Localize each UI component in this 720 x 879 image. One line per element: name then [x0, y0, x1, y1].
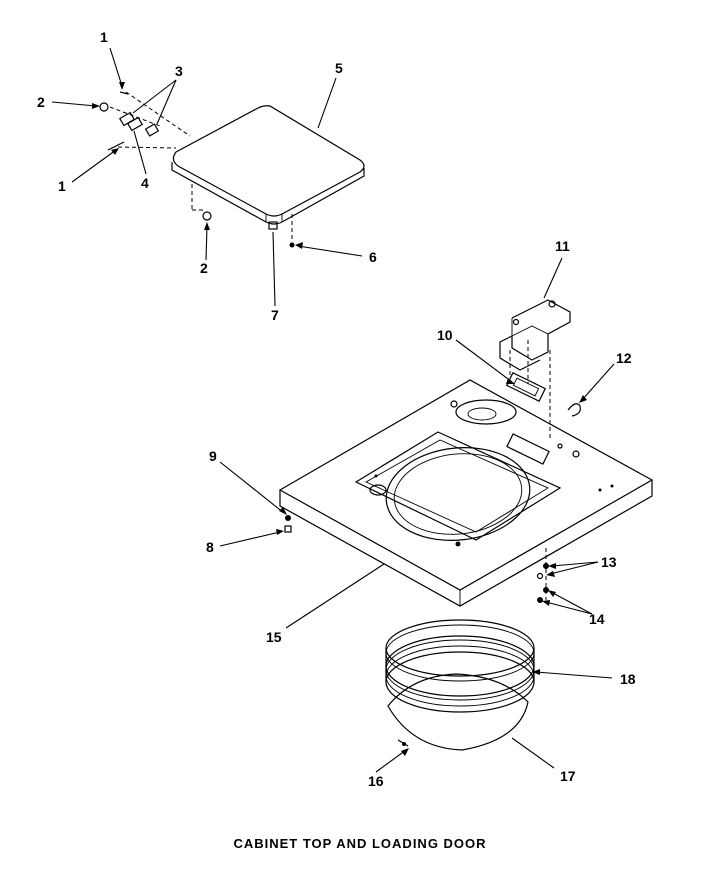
leader-lines — [51, 47, 615, 773]
tub-cover-gasket — [387, 673, 529, 751]
rear-fasteners — [536, 548, 549, 603]
diagram-caption: CABINET TOP AND LOADING DOOR — [233, 836, 487, 851]
callout-7: 7 — [271, 307, 279, 323]
callout-16: 16 — [368, 773, 384, 789]
callout-labels: 1 2 1 3 4 5 2 6 7 10 11 12 9 8 13 14 15 … — [37, 29, 636, 789]
wire-clip — [567, 403, 581, 417]
front-fasteners — [284, 515, 292, 533]
callout-17: 17 — [560, 768, 576, 784]
tub-ring — [385, 619, 535, 713]
door-bumpers — [191, 184, 295, 248]
callout-4: 4 — [141, 175, 149, 191]
callout-2: 2 — [37, 94, 45, 110]
callout-10: 10 — [437, 327, 453, 343]
callout-1: 1 — [100, 29, 108, 45]
hinge-hardware — [99, 91, 191, 151]
callout-3: 3 — [175, 63, 183, 79]
callout-1: 1 — [58, 178, 66, 194]
callout-15: 15 — [266, 629, 282, 645]
callout-12: 12 — [616, 350, 632, 366]
loading-door — [171, 105, 365, 225]
callout-18: 18 — [620, 671, 636, 687]
callout-14: 14 — [589, 611, 605, 627]
callout-2: 2 — [200, 260, 208, 276]
lid-switch-assembly — [499, 299, 571, 440]
callout-6: 6 — [369, 249, 377, 265]
callout-13: 13 — [601, 554, 617, 570]
cabinet-top — [278, 372, 654, 607]
callout-5: 5 — [335, 60, 343, 76]
callout-8: 8 — [206, 539, 214, 555]
callout-9: 9 — [209, 448, 217, 464]
callout-11: 11 — [555, 238, 570, 254]
